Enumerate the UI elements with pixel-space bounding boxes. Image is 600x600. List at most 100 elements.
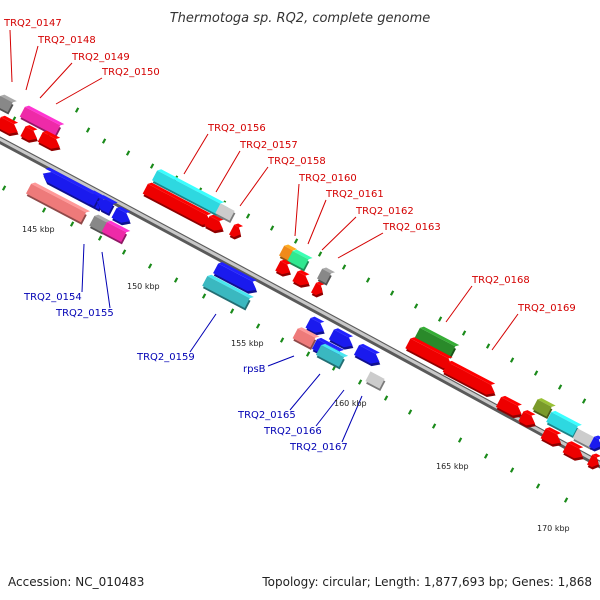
gene-label-trq2-0159[interactable]: TRQ2_0159 — [136, 352, 195, 363]
tick-mark — [1, 185, 7, 191]
tick-mark — [483, 453, 489, 459]
gene-label-trq2-0150[interactable]: TRQ2_0150 — [101, 67, 160, 78]
gene-feature — [518, 410, 536, 428]
genome-backbone — [0, 136, 600, 469]
tick-mark — [245, 213, 251, 219]
gene-feature — [204, 214, 224, 234]
tick-mark — [317, 251, 323, 257]
tick-mark — [101, 138, 107, 144]
callout-line — [239, 166, 269, 207]
tick-label: 165 kbp — [436, 462, 469, 471]
tick-mark — [383, 395, 389, 401]
tick-mark — [509, 357, 515, 363]
gene-label-trq2-0163[interactable]: TRQ2_0163 — [382, 222, 441, 233]
callout-line — [189, 313, 217, 353]
gene-feature — [87, 190, 104, 209]
gene-feature — [405, 337, 453, 371]
gene-feature — [229, 223, 244, 240]
tick-mark — [413, 303, 419, 309]
tick-mark — [41, 207, 47, 213]
gene-label-trq2-0156[interactable]: TRQ2_0156 — [207, 123, 266, 134]
gene-feature — [0, 115, 19, 137]
gene-feature — [495, 395, 523, 419]
gene-label-trq2-0168[interactable]: TRQ2_0168 — [471, 275, 530, 286]
callout-line — [289, 373, 321, 411]
gene-label-trq2-0147[interactable]: TRQ2_0147 — [3, 18, 62, 29]
gene-feature — [562, 441, 584, 461]
tick-mark — [229, 308, 235, 314]
gene-feature — [202, 274, 254, 311]
callout-line — [215, 150, 241, 193]
gene-label-trq2-0157[interactable]: TRQ2_0157 — [239, 140, 298, 151]
callout-line — [337, 232, 384, 259]
tick-mark — [357, 379, 363, 385]
tick-label: 155 kbp — [231, 339, 264, 348]
gene-feature — [111, 206, 131, 226]
gene-feature — [215, 202, 239, 224]
tick-mark — [485, 343, 491, 349]
callout-line — [39, 62, 73, 99]
gene-feature — [315, 343, 349, 370]
gene-label-trq2-0167[interactable]: TRQ2_0167 — [289, 442, 348, 453]
gene-feature — [275, 259, 292, 277]
map-title: Thermotoga sp. RQ2, complete genome — [170, 11, 431, 26]
gene-label-trq2-0169[interactable]: TRQ2_0169 — [517, 303, 576, 314]
gene-feature — [0, 94, 17, 115]
gene-label-rpsb[interactable]: rpsB — [243, 364, 266, 375]
gene-callouts — [9, 29, 519, 443]
accession-text: Accession: NC_010483 — [8, 575, 144, 589]
gene-label-trq2-0149[interactable]: TRQ2_0149 — [71, 52, 130, 63]
gene-label-trq2-0155[interactable]: TRQ2_0155 — [55, 308, 114, 319]
tick-mark — [389, 290, 395, 296]
tick-mark — [437, 316, 443, 322]
tick-label: 160 kbp — [334, 399, 367, 408]
tick-marks — [1, 107, 587, 503]
callout-line — [315, 389, 345, 427]
gene-label-trq2-0165[interactable]: TRQ2_0165 — [237, 410, 296, 421]
gene-feature — [20, 125, 38, 143]
tick-mark — [461, 330, 467, 336]
tick-mark — [269, 225, 275, 231]
tick-mark — [431, 423, 437, 429]
gene-feature — [287, 249, 313, 272]
gene-label-trq2-0160[interactable]: TRQ2_0160 — [298, 173, 357, 184]
tick-mark — [407, 409, 413, 415]
tick-mark — [457, 437, 463, 443]
tick-label: 170 kbp — [537, 524, 570, 533]
callout-line — [294, 183, 300, 237]
tick-mark — [533, 370, 539, 376]
gene-feature — [25, 182, 91, 225]
gene-label-trq2-0162[interactable]: TRQ2_0162 — [355, 206, 414, 217]
callout-line — [321, 216, 357, 251]
callout-line — [55, 77, 103, 105]
gene-feature — [589, 435, 600, 452]
gene-feature — [311, 281, 326, 298]
tick-mark — [69, 221, 75, 227]
gene-feature — [101, 220, 131, 245]
tick-mark — [563, 497, 569, 503]
tick-mark — [535, 483, 541, 489]
tick-mark — [85, 127, 91, 133]
gene-feature — [540, 427, 562, 447]
gene-label-trq2-0154[interactable]: TRQ2_0154 — [23, 292, 82, 303]
tick-mark — [149, 163, 155, 169]
gene-feature — [305, 316, 325, 336]
gene-feature — [142, 182, 212, 228]
gene-label-trq2-0166[interactable]: TRQ2_0166 — [263, 426, 322, 437]
gene-label-trq2-0161[interactable]: TRQ2_0161 — [325, 189, 384, 200]
gene-label-trq2-0148[interactable]: TRQ2_0148 — [37, 35, 96, 46]
gene-feature — [328, 328, 354, 350]
callout-line — [307, 199, 327, 245]
gene-feature — [414, 326, 460, 359]
tick-mark — [557, 384, 563, 390]
gene-feature — [19, 105, 65, 138]
tick-mark — [125, 150, 131, 156]
callout-line — [101, 251, 111, 309]
tick-mark — [305, 351, 311, 357]
callout-line — [81, 243, 85, 293]
callout-line — [25, 45, 39, 91]
tick-mark — [509, 467, 515, 473]
gene-label-trq2-0158[interactable]: TRQ2_0158 — [267, 156, 326, 167]
tick-mark — [293, 238, 299, 244]
